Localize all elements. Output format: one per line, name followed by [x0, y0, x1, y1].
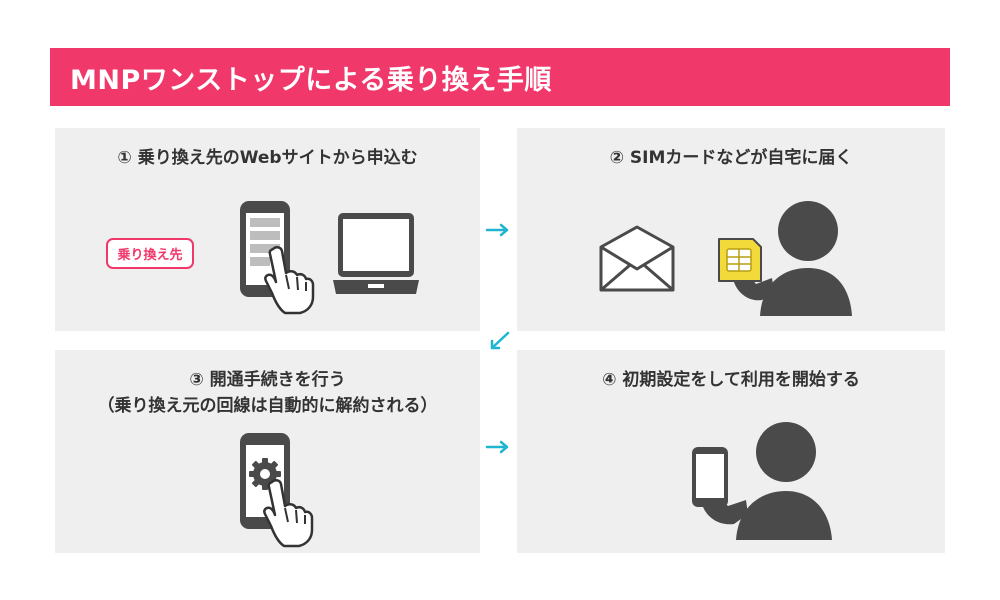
- envelope-icon: [599, 225, 675, 292]
- step-3-title: ③ 開通手続きを行う: [55, 368, 480, 392]
- laptop-icon: [333, 213, 419, 294]
- sim-card-icon: [718, 238, 762, 282]
- step-2-title: ② SIMカードなどが自宅に届く: [517, 146, 945, 170]
- pointing-hand-icon: [263, 479, 314, 548]
- pointing-hand-icon: [264, 246, 315, 315]
- step-3-label: 開通手続きを行う: [209, 370, 346, 390]
- step-3-note: （乗り換え元の回線は自動的に解約される）: [97, 396, 438, 416]
- step-1-label: 乗り換え先のWebサイトから申込む: [137, 148, 418, 168]
- arrow-right-icon: [485, 223, 509, 237]
- step-4-title: ④ 初期設定をして利用を開始する: [517, 368, 945, 392]
- step-3-number: ③: [189, 370, 204, 390]
- arrow-right-icon: [485, 440, 509, 454]
- step-1-title: ① 乗り換え先のWebサイトから申込む: [55, 146, 480, 170]
- destination-carrier-tag: 乗り換え先: [106, 238, 194, 269]
- step-4-label: 初期設定をして利用を開始する: [622, 370, 860, 390]
- step-4-number: ④: [602, 370, 617, 390]
- gear-icon: [249, 458, 281, 490]
- step-2-number: ②: [609, 148, 624, 168]
- step-2-label: SIMカードなどが自宅に届く: [629, 148, 853, 168]
- smartphone-icon: [692, 447, 728, 507]
- arrow-down-left-icon: [490, 331, 510, 350]
- step-1-number: ①: [117, 148, 132, 168]
- step-2-panel: ② SIMカードなどが自宅に届く: [517, 128, 945, 331]
- person-icon: [702, 422, 832, 540]
- page-title: MNPワンストップによる乗り換え手順: [70, 64, 552, 96]
- title-banner: MNPワンストップによる乗り換え手順: [50, 48, 950, 106]
